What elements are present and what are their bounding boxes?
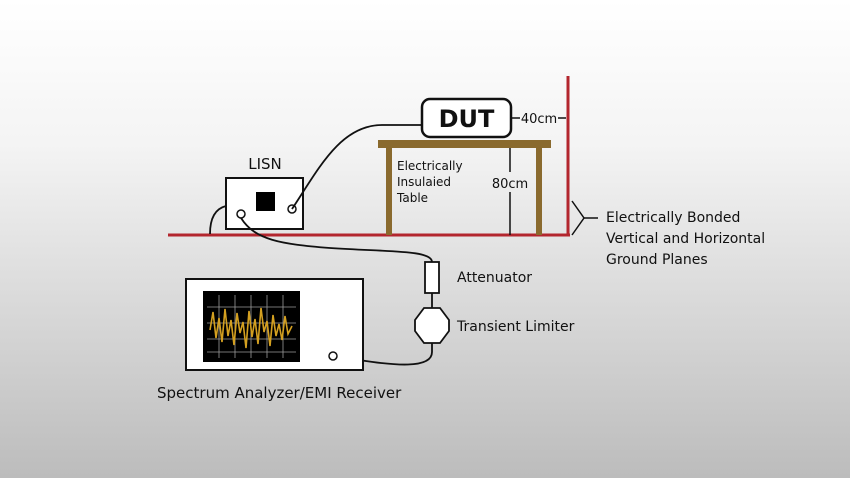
lisn-dut-cable — [291, 124, 422, 210]
lisn-label: LISN — [248, 155, 282, 173]
attenuator-label: Attenuator — [457, 270, 532, 286]
table-label-line1: Electrically — [397, 159, 463, 173]
table-leg-left — [386, 148, 392, 235]
ground-label-line2: Vertical and Horizontal — [606, 231, 765, 247]
attenuator-box — [424, 261, 440, 294]
analyzer-trace — [209, 307, 293, 349]
spectrum-analyzer-label: Spectrum Analyzer/EMI Receiver — [157, 384, 402, 402]
transient-limiter-shape — [414, 307, 450, 344]
lisn-center-block — [256, 192, 275, 211]
table-label-line2: Insulaied — [397, 175, 451, 189]
lisn-attenuator-cable — [240, 217, 433, 263]
insulated-table — [378, 140, 551, 235]
ground-label-line1: Electrically Bonded — [606, 210, 740, 226]
lisn-ground-cable — [209, 205, 227, 235]
table-leg-right — [536, 148, 542, 235]
ground-plane-pointer — [571, 200, 585, 236]
dim-40-label: 40cm — [521, 112, 557, 127]
analyzer-input-port — [328, 351, 338, 361]
transient-limiter-label: Transient Limiter — [456, 319, 575, 335]
lisn-port-left — [236, 209, 246, 219]
table-label-line3: Table — [396, 191, 428, 205]
ground-label-line3: Ground Planes — [606, 252, 708, 268]
dim-80-label: 80cm — [492, 177, 528, 192]
dut-label: DUT — [439, 105, 495, 133]
table-top — [378, 140, 551, 148]
